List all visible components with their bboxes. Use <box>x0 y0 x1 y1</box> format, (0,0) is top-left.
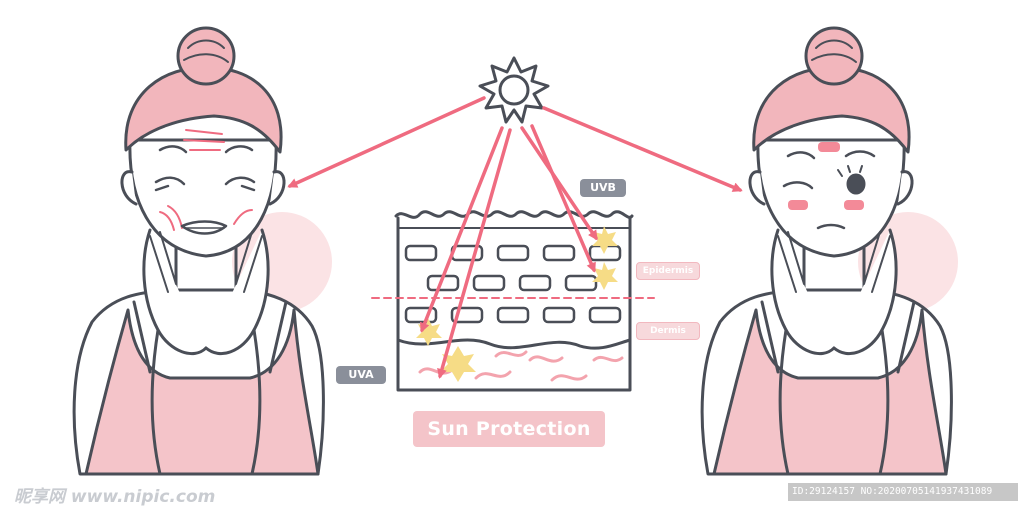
dermis-label: Dermis <box>636 322 700 340</box>
right-woman-figure <box>700 26 958 476</box>
uvb-label: UVB <box>580 179 626 197</box>
left-woman-figure <box>72 26 332 476</box>
epidermis-cells <box>404 244 622 324</box>
uv-ray-arrows <box>287 96 743 379</box>
sun-protection-title: Sun Protection <box>413 411 605 447</box>
watermark-nipic: 昵享网 www.nipic.com <box>14 487 216 507</box>
epidermis-label: Epidermis <box>636 262 700 280</box>
uva-label: UVA <box>336 366 386 384</box>
sun-icon <box>478 56 550 124</box>
watermark-id: ID:29124157 NO:20200705141937431089 <box>788 483 1018 501</box>
skin-cross-section <box>371 210 655 392</box>
